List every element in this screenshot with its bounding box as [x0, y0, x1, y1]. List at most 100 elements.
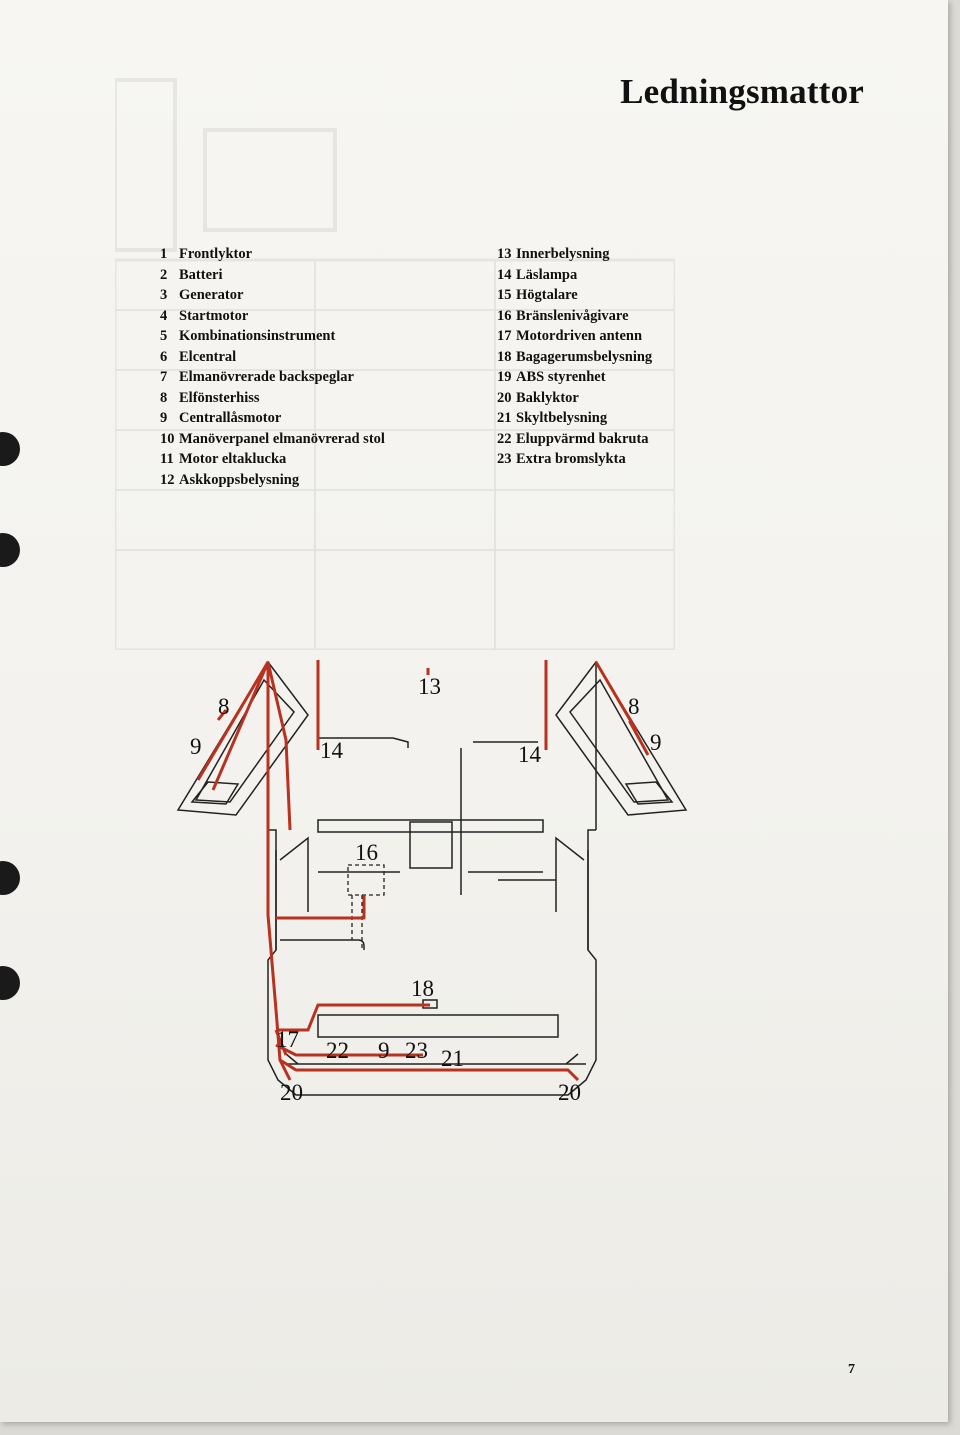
wire-to-cargo-light [276, 1003, 430, 1032]
left-door-window [194, 678, 295, 803]
legend-number: 15 [497, 287, 512, 303]
wire-to-fuel-sender [276, 895, 366, 920]
legend-number: 20 [497, 389, 512, 406]
legend-number: 18 [497, 348, 512, 365]
left-pillar-wire [266, 661, 292, 831]
legend-text: Batteri [179, 266, 223, 283]
label-23: 23 [405, 1038, 428, 1063]
legend-number: 9 [160, 410, 168, 426]
left-door-wire-inner [211, 661, 270, 791]
legend-number: 8 [160, 389, 168, 406]
cargo-floor-panel [317, 1014, 559, 1038]
label-13: 13 [418, 674, 441, 699]
left-seat-base [280, 939, 365, 950]
legend-text: Startmotor [179, 307, 249, 324]
fuel-sender-box [347, 864, 385, 896]
legend-text: Elfönsterhiss [179, 389, 260, 406]
legend-text: Elcentral [179, 348, 237, 365]
page-title: Ledningsmattor [620, 72, 864, 111]
left-wheel-arch [279, 836, 309, 912]
wiring-harness [196, 660, 650, 1082]
right-door-armrest [624, 781, 674, 805]
right-door-window [569, 678, 670, 803]
tailgate-corner-left [285, 1053, 299, 1065]
seat-cushion [317, 819, 544, 833]
punch-hole-4 [0, 966, 20, 1000]
label-17: 17 [276, 1027, 299, 1052]
legend-text: ABS styrenhet [516, 369, 606, 385]
legend-item: 8 Elfönsterhiss [160, 388, 385, 409]
label-9-rear: 9 [378, 1038, 390, 1063]
legend-number: 14 [497, 266, 512, 283]
legend-item: 9 Centrallåsmotor [160, 408, 385, 429]
legend-text: Bagagerumsbelysning [516, 348, 653, 365]
left-door-wire-outer [196, 661, 270, 781]
fuel-sender-pipes [351, 895, 363, 950]
legend-text: Motordriven antenn [516, 328, 643, 344]
label-22: 22 [326, 1038, 349, 1063]
tailgate-corner-right [565, 1053, 579, 1065]
legend-text: Manöverpanel elmanövrerad stol [179, 430, 385, 447]
legend-text: Eluppvärmd bakruta [516, 430, 649, 447]
label-20-left: 20 [280, 1080, 303, 1105]
right-wheel-arch [555, 836, 585, 912]
legend-number: 7 [160, 369, 168, 385]
wire-to-left-tail [278, 1059, 292, 1081]
label-14-right: 14 [518, 742, 542, 767]
label-8-left: 8 [218, 694, 230, 719]
legend-number: 23 [497, 451, 512, 467]
fuel-sender-outline [347, 864, 385, 950]
page-number: 7 [848, 1362, 855, 1377]
legend-number: 5 [160, 328, 168, 344]
legend-text: Läslampa [516, 266, 578, 283]
legend-number: 19 [497, 369, 512, 385]
legend-number: 21 [497, 410, 512, 426]
legend-text: Motor eltaklucka [179, 451, 287, 467]
legend-number: 4 [160, 307, 168, 324]
armrest [409, 821, 453, 869]
legend-item: 1 Frontlyktor [160, 244, 385, 265]
legend-text: Centrallåsmotor [179, 410, 282, 426]
legend-text: Extra bromslykta [516, 451, 626, 467]
left-door-armrest [190, 781, 240, 805]
legend-number: 17 [497, 328, 512, 344]
legend-number: 13 [497, 246, 512, 262]
legend-number: 22 [497, 430, 512, 447]
legend-text: Skyltbelysning [516, 410, 608, 426]
label-21: 21 [441, 1046, 464, 1071]
right-door-outline [555, 660, 688, 816]
label-18: 18 [411, 976, 434, 1001]
wire-rear-lights [274, 1009, 580, 1082]
seat-top-left [318, 737, 409, 748]
legend-number: 12 [160, 471, 175, 488]
label-16: 16 [355, 840, 378, 865]
legend-item: 5 Kombinationsinstrument [160, 326, 385, 347]
legend-text: Frontlyktor [179, 246, 253, 262]
label-14-left: 14 [320, 738, 344, 763]
legend-number: 16 [497, 307, 512, 324]
legend-text: Bränslenivågivare [516, 307, 629, 324]
legend-number: 2 [160, 266, 168, 283]
right-door-wire [594, 661, 650, 756]
legend-text: Baklyktor [516, 389, 579, 406]
body-side-outline [267, 829, 597, 1096]
left-main-trunk [266, 662, 278, 1011]
punch-hole-3 [0, 861, 20, 895]
legend-number: 1 [160, 246, 168, 262]
legend-text: Kombinationsinstrument [179, 328, 336, 344]
